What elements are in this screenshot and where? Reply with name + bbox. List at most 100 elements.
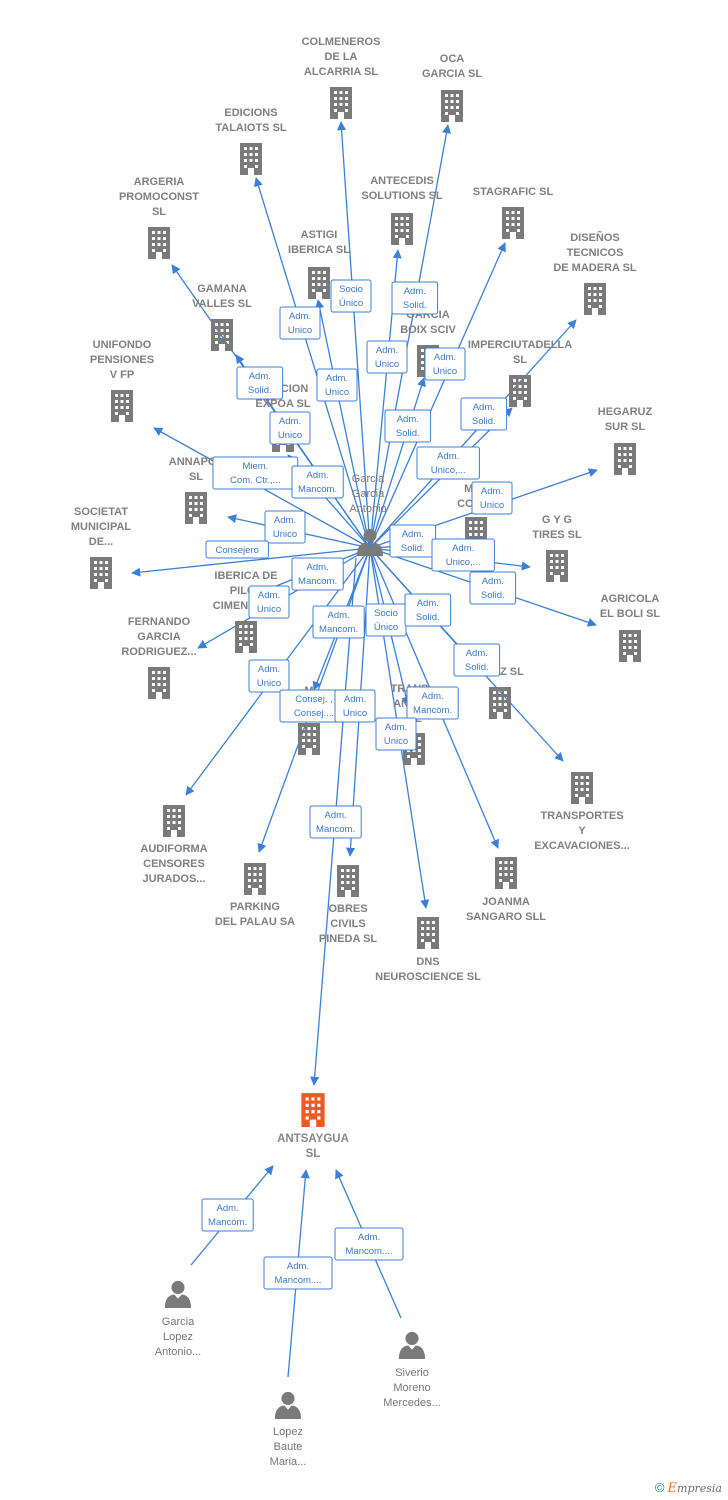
person-node-garcia_lopez[interactable] (164, 1280, 192, 1308)
badge-box (460, 397, 508, 431)
company-node-stagrafic[interactable] (502, 207, 524, 239)
company-node-m_company[interactable] (298, 723, 320, 755)
company-node-societat[interactable] (90, 557, 112, 589)
relation-badge[interactable]: Consej. ,Consej.... (279, 689, 349, 723)
company-node-parking[interactable] (244, 863, 266, 895)
badge-text: Solid. (248, 385, 272, 396)
relation-badge[interactable]: Adm.Solid. (389, 524, 437, 558)
badge-text: Único (339, 298, 363, 309)
badge-box (469, 571, 517, 605)
relation-badge[interactable]: Adm.Unico (248, 585, 290, 619)
company-node-edicions[interactable] (240, 143, 262, 175)
relation-badge[interactable]: Adm.Mancom. (291, 557, 344, 591)
relation-badge[interactable]: Adm.Unico (471, 481, 513, 515)
company-node-hegaruz[interactable] (614, 443, 636, 475)
relation-badge[interactable]: Adm. Unico (375, 717, 417, 751)
relation-badge[interactable]: Adm.Mancom. (406, 686, 459, 720)
relation-badge[interactable]: Adm.Solid. (391, 281, 439, 315)
relation-edge (369, 377, 426, 549)
target-company-node[interactable] (301, 1093, 325, 1127)
company-node-astigi[interactable] (308, 267, 330, 299)
relation-badge[interactable]: Miem. Com. Ctr.,... (212, 456, 299, 490)
company-node-imperciutadella[interactable] (509, 375, 531, 407)
relation-badge[interactable]: Adm.Solid. (460, 397, 508, 431)
brand-footer: © Empresia (655, 1480, 722, 1496)
relation-badge[interactable]: Adm.Unico,... (431, 538, 495, 572)
relation-badge[interactable]: Adm.Unico (264, 510, 306, 544)
person-label-line: Baute (274, 1441, 303, 1453)
badge-text: Consej.... (294, 708, 334, 719)
relation-badge[interactable]: Adm.Unico (316, 368, 358, 402)
company-node-gyg[interactable] (546, 550, 568, 582)
company-node-oca[interactable] (441, 90, 463, 122)
relation-badge[interactable]: Adm.Unico (279, 306, 321, 340)
badge-text: Com. Ctr.,... (230, 475, 281, 486)
building-icon (211, 319, 233, 351)
company-node-obres[interactable] (337, 865, 359, 897)
relation-badge[interactable]: Adm.Unico (366, 340, 408, 374)
relation-badge[interactable]: Adm.Mancom. (312, 605, 365, 639)
relation-badge[interactable]: Adm.Solid. (236, 366, 284, 400)
building-icon (148, 227, 170, 259)
relation-badge[interactable]: Adm.Mancom. (291, 465, 344, 499)
person-node-siverio[interactable] (398, 1331, 426, 1359)
building-icon (90, 557, 112, 589)
badge-text: Mancom. (316, 824, 355, 835)
badge-box (291, 465, 344, 499)
relation-badge[interactable]: Adm.Solid. (469, 571, 517, 605)
relation-badge[interactable]: Adm.Unico (424, 347, 466, 381)
badge-text: Mancom.... (346, 1246, 393, 1257)
badge-box (404, 593, 452, 627)
relation-badge[interactable]: Adm.Mancom.... (334, 1227, 404, 1261)
relation-badge[interactable]: Adm.Solid. (384, 409, 432, 443)
company-node-argeria[interactable] (148, 227, 170, 259)
badge-text: Unico (480, 500, 504, 511)
company-label-line: EXPOA SL (255, 398, 310, 410)
person-label-line: Lopez (163, 1331, 193, 1343)
relation-badge[interactable]: Adm.Mancom. (309, 805, 362, 839)
company-node-gamana[interactable] (211, 319, 233, 351)
company-node-audiforma[interactable] (163, 805, 185, 837)
company-node-annapol[interactable] (185, 492, 207, 524)
relation-badge[interactable]: Adm.Mancom. (201, 1198, 254, 1232)
badge-text: Miem. (242, 461, 268, 472)
company-node-agricola[interactable] (619, 630, 641, 662)
company-node-colmeneros[interactable] (330, 87, 352, 119)
relation-badge[interactable]: Consejero (205, 540, 269, 559)
building-icon (571, 772, 593, 804)
building-icon (330, 87, 352, 119)
company-node-transportes_exc[interactable] (571, 772, 593, 804)
company-label-line: DE... (89, 536, 113, 548)
company-node-iberica_pilot[interactable] (235, 621, 257, 653)
relation-badge[interactable]: Adm.Unico (248, 659, 290, 693)
company-label-line: OCA (440, 53, 465, 65)
badge-box (309, 805, 362, 839)
badge-text: Solid. (403, 300, 427, 311)
relation-badge[interactable]: Adm.Unico (334, 689, 376, 723)
badge-text: Unico (384, 736, 408, 747)
company-node-antecedis[interactable] (391, 213, 413, 245)
relation-badge[interactable]: Adm.Solid. (453, 643, 501, 677)
relation-badge[interactable]: Adm.Solid. (404, 593, 452, 627)
relation-badge[interactable]: Adm.Unico,... (416, 446, 480, 480)
company-node-joanma[interactable] (495, 857, 517, 889)
relation-badge[interactable]: Adm.Mancom.... (263, 1256, 333, 1290)
person-label-line: Siverio (395, 1367, 429, 1379)
company-node-dns[interactable] (417, 917, 439, 949)
badge-text: Único (374, 622, 398, 633)
company-node-unifondo[interactable] (111, 390, 133, 422)
badge-box (205, 540, 269, 559)
company-label-line: SOCIETAT (74, 506, 128, 518)
company-label-line: TECNICOS (567, 247, 624, 259)
company-node-disenos[interactable] (584, 283, 606, 315)
person-node-lopez_baute[interactable] (274, 1391, 302, 1419)
badge-text: Adm. (385, 722, 407, 733)
company-node-fernando[interactable] (148, 667, 170, 699)
relation-badge[interactable]: Adm.Unico (269, 411, 311, 445)
company-label-line: AUDIFORMA (140, 843, 207, 855)
